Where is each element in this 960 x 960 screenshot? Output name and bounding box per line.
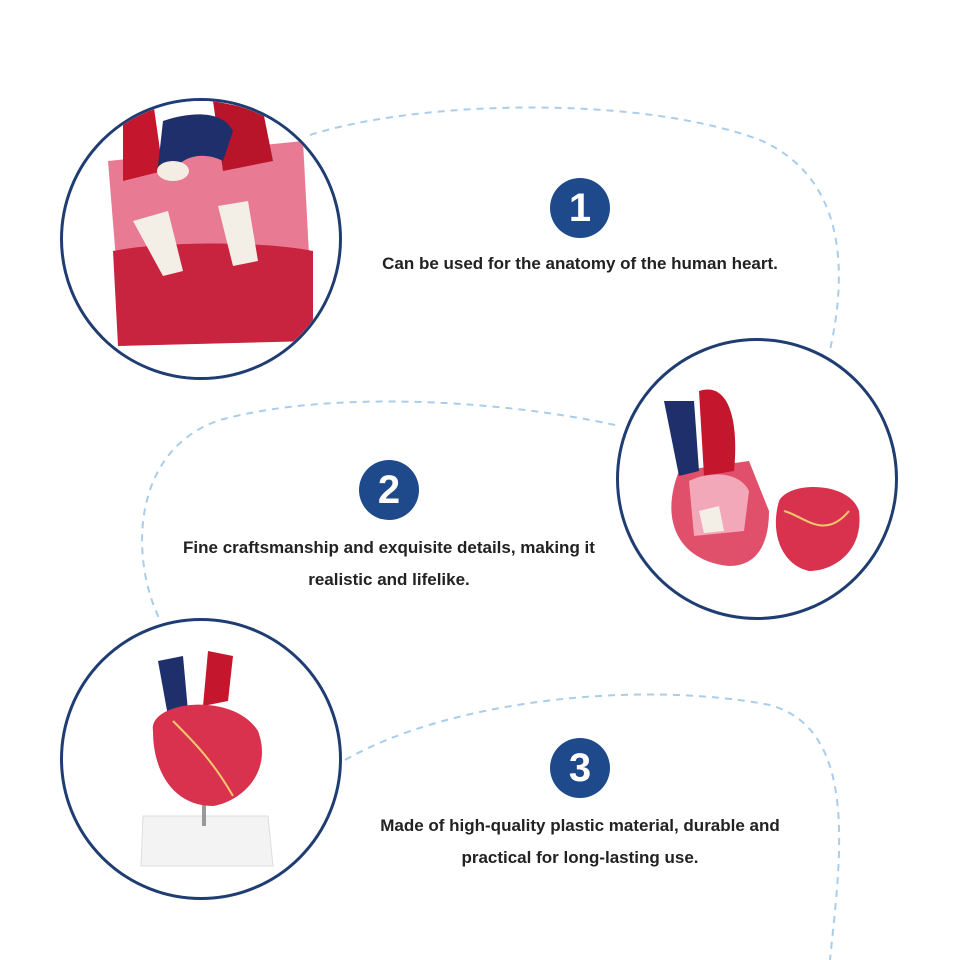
feature-text-1: Can be used for the anatomy of the human… (382, 254, 778, 273)
heart-cross-section-image (60, 98, 342, 380)
feature-text-3: Made of high-quality plastic material, d… (380, 816, 780, 867)
step-badge-1: 1 (550, 178, 610, 238)
heart-on-stand-image (60, 618, 342, 900)
step-badge-3: 3 (550, 738, 610, 798)
step-badge-2: 2 (359, 460, 419, 520)
heart-opened-image (616, 338, 898, 620)
feature-text-2: Fine craftsmanship and exquisite details… (183, 538, 595, 589)
